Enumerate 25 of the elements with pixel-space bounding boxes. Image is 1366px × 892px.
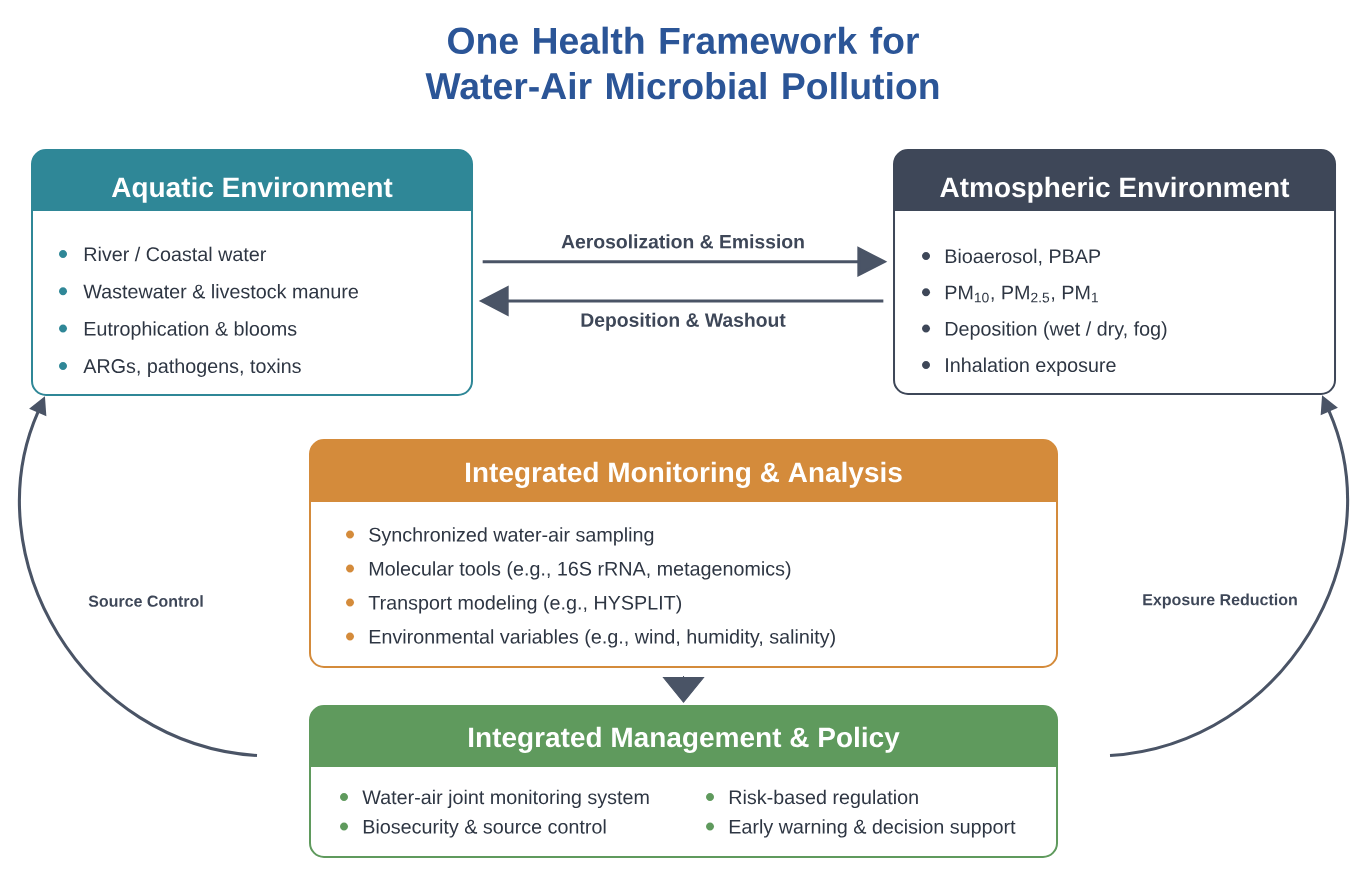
edge-label: Source Control	[86, 593, 206, 609]
bullet-text: Molecular tools (e.g., 16S rRNA, metagenomics)	[369, 561, 791, 580]
bullet-text: Water-air joint monitoring system	[362, 789, 649, 809]
bullet-text: Risk-based regulation	[729, 789, 918, 809]
panel-header: Atmospheric Environment	[894, 150, 1335, 211]
title: One Health Framework for Water-Air Microbial Pollution	[425, 26, 939, 100]
bullet-text: Biosecurity & source control	[363, 819, 606, 838]
edge-label: Deposition & Washout	[578, 310, 788, 333]
bullet-text: Deposition (wet / dry, fog)	[945, 321, 1167, 340]
panel-header: Integrated Management & Policy	[310, 706, 1057, 767]
bullet-text: Synchronized water-air sampling	[369, 527, 654, 546]
bullet-text: PM$_{10}$, PM$_{2.5}$, PM$_{1}$	[945, 285, 1098, 303]
edge-label: Exposure Reduction	[1140, 591, 1300, 611]
bullet-text: ARGs, pathogens, toxins	[83, 358, 301, 377]
bullet-text: Wastewater & livestock manure	[83, 284, 358, 299]
panel-header: Integrated Monitoring & Analysis	[310, 440, 1057, 502]
bullet-text: Eutrophication & blooms	[84, 321, 297, 340]
edge-label: Aerosolization & Emission	[559, 232, 807, 251]
bullet-text: Inhalation exposure	[946, 357, 1116, 376]
bullet-text: Early warning & decision support	[729, 819, 1016, 838]
bullet-text: River / Coastal water	[84, 246, 267, 262]
bullet-text: Bioaerosol, PBAP	[945, 248, 1101, 266]
bullet-text: Environmental variables (e.g., wind, humidity, salinity)	[369, 629, 835, 648]
bullet-text: Transport modeling (e.g., HYSPLIT)	[368, 595, 682, 614]
panel-header: Aquatic Environment	[32, 150, 472, 211]
